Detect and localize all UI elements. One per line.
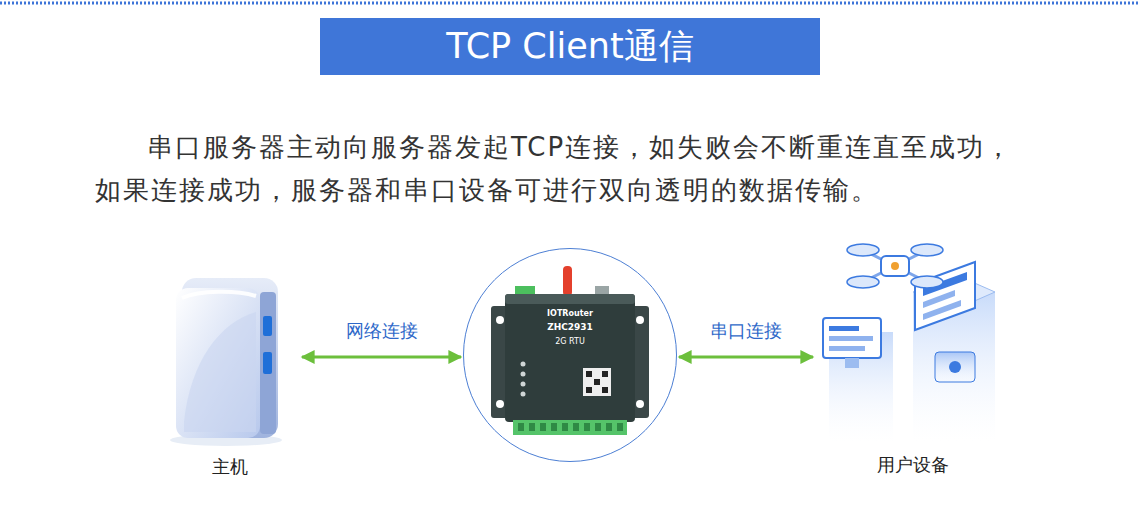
title-text: TCP Client通信 bbox=[446, 23, 693, 70]
node-label: 用户设备 bbox=[877, 454, 949, 476]
terminal-slot bbox=[540, 423, 546, 431]
equipment-column bbox=[829, 332, 893, 442]
server-light bbox=[263, 352, 272, 374]
qr-dot bbox=[586, 371, 592, 377]
module-box bbox=[935, 352, 975, 382]
mount-hole bbox=[496, 316, 504, 324]
paragraph-holder: 串口服务器主动向服务器发起TCP连接，如失败会不断重连直至成功，如果连接成功，服… bbox=[95, 126, 1030, 212]
double-arrow-connector bbox=[302, 356, 461, 359]
description-paragraph: 串口服务器主动向服务器发起TCP连接，如失败会不断重连直至成功，如果连接成功，服… bbox=[95, 126, 1030, 212]
monitor-bar bbox=[829, 326, 859, 331]
status-led bbox=[520, 391, 525, 396]
server-edge bbox=[260, 292, 276, 434]
screen bbox=[915, 262, 975, 330]
status-led bbox=[520, 381, 525, 386]
mount-hole bbox=[496, 400, 504, 408]
terminal-strip bbox=[513, 420, 627, 435]
status-led bbox=[520, 361, 525, 366]
device-top bbox=[505, 294, 635, 304]
mount-hole bbox=[636, 316, 644, 324]
drone-body bbox=[881, 256, 909, 276]
connector-label-holder: 串口连接 bbox=[706, 319, 786, 343]
connector-label: 网络连接 bbox=[342, 319, 422, 343]
mount-hole bbox=[636, 400, 644, 408]
qr-dot bbox=[602, 387, 608, 393]
top-dotted-rule bbox=[0, 2, 1140, 5]
drone-rotor bbox=[847, 276, 879, 288]
module-dot bbox=[949, 361, 961, 373]
terminal-slot bbox=[551, 423, 557, 431]
user-equipment-icon bbox=[815, 222, 1010, 447]
host-server: 主机 bbox=[160, 272, 300, 482]
monitor-bar bbox=[829, 336, 873, 341]
server-shading bbox=[184, 312, 256, 432]
qr-dot bbox=[586, 387, 592, 393]
connector-label-holder: 网络连接 bbox=[342, 319, 422, 343]
terminal-slot bbox=[584, 423, 590, 431]
terminal-slot bbox=[573, 423, 579, 431]
user-equipment: 用户设备 bbox=[815, 222, 1010, 480]
monitor-bar bbox=[829, 346, 865, 351]
title-holder: TCP Client通信 bbox=[320, 18, 820, 75]
screen-bar bbox=[923, 300, 961, 320]
node-label: 主机 bbox=[212, 456, 248, 478]
terminal-slot bbox=[606, 423, 612, 431]
double-arrow-connector bbox=[679, 356, 813, 359]
terminal-slot bbox=[595, 423, 601, 431]
server-light bbox=[263, 316, 272, 336]
server-highlight bbox=[182, 292, 256, 298]
qr-dot bbox=[602, 371, 608, 377]
qr-dot bbox=[594, 379, 600, 385]
drone-light bbox=[891, 262, 899, 270]
server-front bbox=[176, 288, 260, 438]
device-print: ZHC2931 bbox=[547, 322, 593, 333]
status-led bbox=[520, 371, 525, 376]
serial-server-device: IOTRouterZHC2931 2G RTU bbox=[463, 248, 677, 462]
serial-server-device-icon bbox=[463, 248, 677, 462]
qr-code bbox=[583, 368, 611, 396]
title-banner bbox=[320, 18, 820, 75]
terminal-slot bbox=[518, 423, 524, 431]
drone-rotor bbox=[911, 244, 943, 256]
device-print: 2G RTU bbox=[555, 337, 585, 347]
monitor bbox=[823, 318, 881, 358]
drone-rotor bbox=[847, 244, 879, 256]
monitor-stand bbox=[845, 358, 859, 368]
drone-rotor bbox=[911, 276, 943, 288]
device-print: IOTRouter bbox=[547, 309, 593, 319]
host-server-icon bbox=[160, 272, 300, 447]
antenna bbox=[563, 266, 572, 296]
terminal-slot bbox=[529, 423, 535, 431]
device-body bbox=[505, 294, 635, 422]
terminal-slot bbox=[562, 423, 568, 431]
terminal-slot bbox=[617, 423, 623, 431]
connector-label: 串口连接 bbox=[706, 319, 786, 343]
